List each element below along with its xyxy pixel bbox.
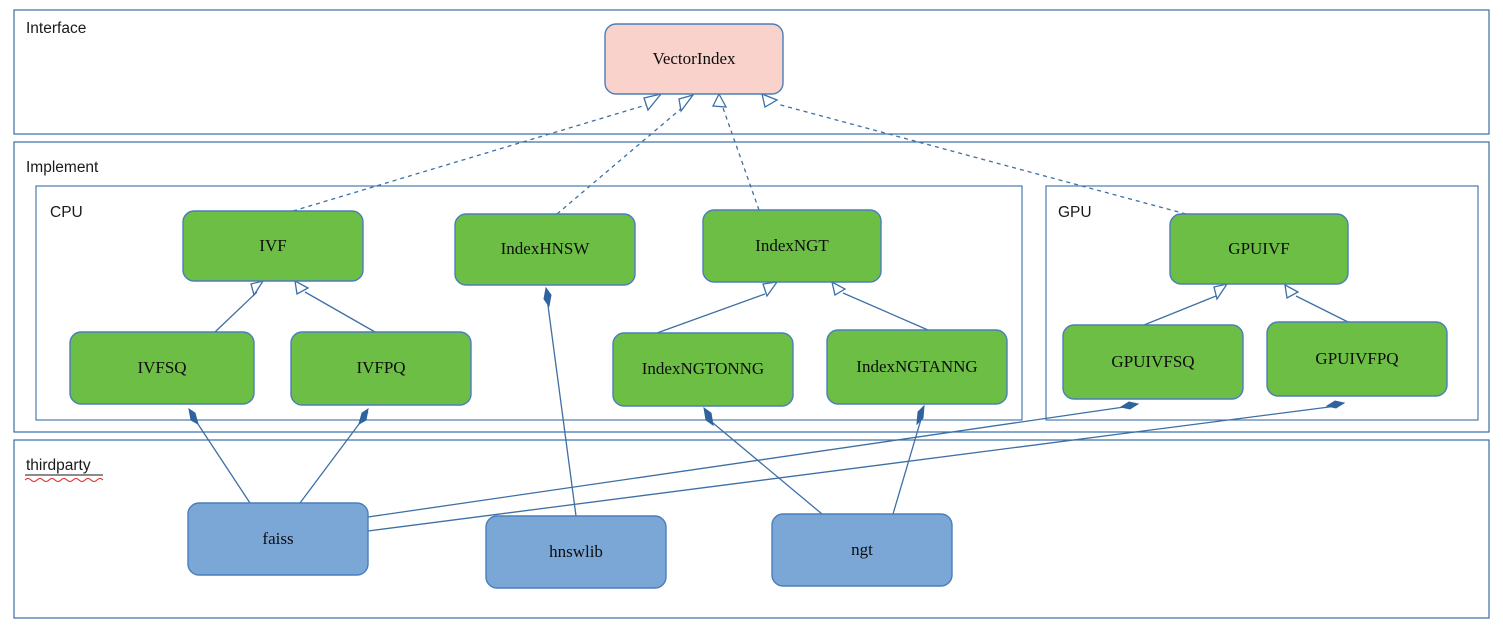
edge-indexngt-vectorindex (722, 107, 760, 211)
node-faiss[interactable]: faiss (187, 502, 369, 576)
subgroup-gpu: GPU (1045, 185, 1479, 421)
node-gpuivfsq-rect[interactable] (1062, 324, 1244, 400)
node-ivfsq-label: IVFSQ (137, 358, 186, 377)
node-ngt-rect[interactable] (771, 513, 953, 587)
edge-gpuivfpq-gpuivf (1295, 295, 1349, 323)
diamond-ngt-indexngtanng (916, 404, 925, 426)
edge-indexhnsw-vectorindex (556, 106, 684, 215)
node-ivfsq-rect[interactable] (69, 331, 255, 405)
node-indexngtonng[interactable]: IndexNGTONNG (612, 332, 794, 407)
subgroup-cpu-label: CPU (50, 204, 83, 221)
edge-indexngtonng-indexngt (656, 293, 766, 334)
subgroup-cpu-rect (35, 185, 1023, 421)
node-indexngt-label: IndexNGT (755, 236, 829, 255)
edge-faiss-gpuivfsq (367, 405, 1132, 518)
node-faiss-label: faiss (262, 529, 293, 548)
arrowhead-indexngt-vectorindex (711, 92, 728, 108)
node-hnswlib-rect[interactable] (485, 515, 667, 589)
edges-realization (292, 92, 1187, 215)
node-gpuivfpq-rect[interactable] (1266, 321, 1448, 397)
node-hnswlib-label: hnswlib (549, 542, 603, 561)
diamond-faiss-ivfsq (188, 407, 199, 426)
group-thirdparty-label: thirdparty (26, 457, 91, 474)
node-gpuivf[interactable]: GPUIVF (1169, 213, 1349, 285)
node-indexngt-rect[interactable] (702, 209, 882, 283)
diamond-faiss-gpuivfpq (1325, 400, 1346, 409)
arrowhead-indexngtonng-indexngt (762, 281, 779, 298)
node-indexngtonng-rect[interactable] (612, 332, 794, 407)
arrowhead-gpuivfsq-gpuivf (1213, 282, 1229, 301)
arrowhead-ivfsq-ivf (250, 279, 265, 297)
edge-faiss-gpuivfpq (367, 405, 1338, 532)
node-indexngtanng-label: IndexNGTANNG (856, 357, 977, 376)
arrowhead-indexhnsw-vectorindex (678, 93, 695, 113)
node-ngt[interactable]: ngt (771, 513, 953, 587)
node-indexngtonng-label: IndexNGTONNG (642, 359, 764, 378)
edge-faiss-ivfsq (189, 411, 251, 504)
node-vectorindex[interactable]: VectorIndex (604, 23, 784, 95)
node-vectorindex-rect[interactable] (604, 23, 784, 95)
edge-faiss-ivfpq (299, 411, 369, 504)
node-vectorindex-label: VectorIndex (652, 49, 736, 68)
node-ivf-label: IVF (259, 236, 286, 255)
node-indexngtanng-rect[interactable] (826, 329, 1008, 405)
node-ivfsq[interactable]: IVFSQ (69, 331, 255, 405)
node-gpuivf-label: GPUIVF (1228, 239, 1289, 258)
diamond-faiss-ivfpq (358, 407, 369, 426)
diamond-hnswlib-indexhnsw (543, 286, 552, 308)
node-gpuivfpq-label: GPUIVFPQ (1315, 349, 1398, 368)
node-indexngtanng[interactable]: IndexNGTANNG (826, 329, 1008, 405)
edge-gpuivfsq-gpuivf (1143, 295, 1217, 326)
node-gpuivfpq[interactable]: GPUIVFPQ (1266, 321, 1448, 397)
node-indexhnsw-label: IndexHNSW (501, 239, 591, 258)
subgroup-cpu: CPU (35, 185, 1023, 421)
diamond-ngt-indexngtonng (703, 406, 714, 427)
arrowhead-ivfpq-ivf (294, 279, 310, 296)
node-indexngt[interactable]: IndexNGT (702, 209, 882, 283)
subgroup-gpu-rect (1045, 185, 1479, 421)
edges-generalization (214, 279, 1349, 334)
edge-gpuivf-vectorindex (776, 103, 1187, 215)
node-ivfpq[interactable]: IVFPQ (290, 331, 472, 406)
node-gpuivfsq-label: GPUIVFSQ (1111, 352, 1194, 371)
diamond-faiss-gpuivfsq (1119, 401, 1140, 410)
node-hnswlib[interactable]: hnswlib (485, 515, 667, 589)
group-interface-label: Interface (26, 20, 86, 37)
subgroup-gpu-label: GPU (1058, 204, 1092, 221)
edge-ivfpq-ivf (304, 291, 376, 333)
node-ivfpq-rect[interactable] (290, 331, 472, 406)
edge-ivfsq-ivf (214, 291, 258, 333)
node-ivf[interactable]: IVF (182, 210, 364, 282)
node-gpuivfsq[interactable]: GPUIVFSQ (1062, 324, 1244, 400)
node-indexhnsw[interactable]: IndexHNSW (454, 213, 636, 286)
node-ivf-rect[interactable] (182, 210, 364, 282)
thirdparty-spellcheck-squiggle (24, 477, 104, 483)
node-gpuivf-rect[interactable] (1169, 213, 1349, 285)
edge-ngt-indexngtanng (892, 415, 923, 515)
node-ngt-label: ngt (851, 540, 873, 559)
edge-hnswlib-indexhnsw (546, 297, 577, 517)
arrowhead-indexngtanng-indexngt (831, 280, 847, 297)
arrowhead-ivf-vectorindex (643, 92, 663, 112)
arrowhead-gpuivf-vectorindex (761, 92, 779, 109)
edges-composition (188, 286, 1346, 532)
node-faiss-rect[interactable] (187, 502, 369, 576)
edge-indexngtanng-indexngt (842, 292, 929, 331)
arrowhead-gpuivfpq-gpuivf (1284, 283, 1300, 300)
node-ivfpq-label: IVFPQ (356, 358, 405, 377)
node-indexhnsw-rect[interactable] (454, 213, 636, 286)
group-implement-label: Implement (26, 159, 99, 176)
edge-ivf-vectorindex (292, 104, 647, 212)
edge-ngt-indexngtonng (706, 417, 823, 515)
